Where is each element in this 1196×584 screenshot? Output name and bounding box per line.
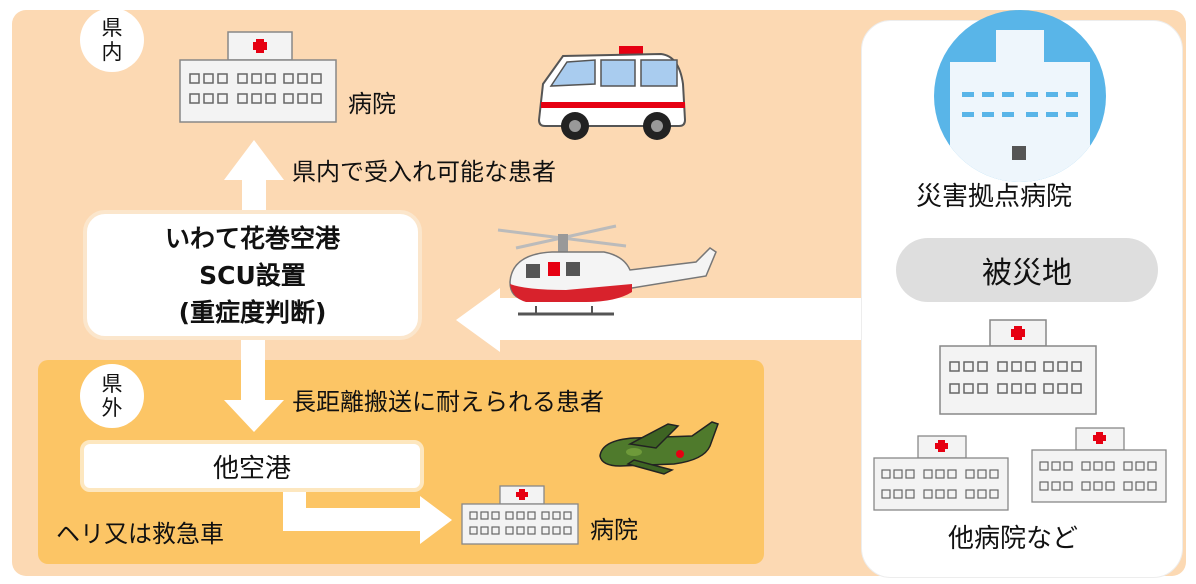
hospital-icon [179,31,337,123]
hospital-icon [873,435,1009,511]
arrow-to-other-airport [224,340,284,432]
arrow-from-disaster-area [456,288,861,352]
other-hospitals-label: 他病院など [948,524,1079,554]
base-hospital-icon [934,10,1106,182]
hospital-icon [939,319,1097,415]
transport-aircraft-icon [599,421,719,475]
arrow-to-in-pref-hospital [224,140,284,210]
scu-box: いわて花巻空港 SCU設置 (重症度判断) [83,210,422,340]
scu-line-3: (重症度判断) [178,297,327,327]
other-airport-box: 他空港 [80,440,424,492]
hospital-icon [1031,427,1167,503]
disaster-base-hospital-label: 災害拠点病院 [916,182,1073,212]
in-pref-patients-label: 県内で受入れ可能な患者 [292,158,556,186]
hospital-icon [461,485,579,545]
in-prefecture-badge: 県内 [80,8,144,72]
disaster-area-pill: 被災地 [896,238,1158,302]
out-prefecture-badge: 県外 [80,364,144,428]
long-distance-patients-label: 長距離搬送に耐えられる患者 [292,388,604,416]
hospital-label-bottom: 病院 [590,516,638,544]
ambulance-icon [537,46,687,140]
hospital-label-top: 病院 [348,90,396,118]
helicopter-icon [497,224,717,316]
arrow-to-out-pref-hospital [283,492,452,544]
heli-or-ambulance-label: ヘリ又は救急車 [56,520,224,548]
scu-line-2: SCU設置 [199,260,306,290]
scu-line-1: いわて花巻空港 [164,223,340,253]
